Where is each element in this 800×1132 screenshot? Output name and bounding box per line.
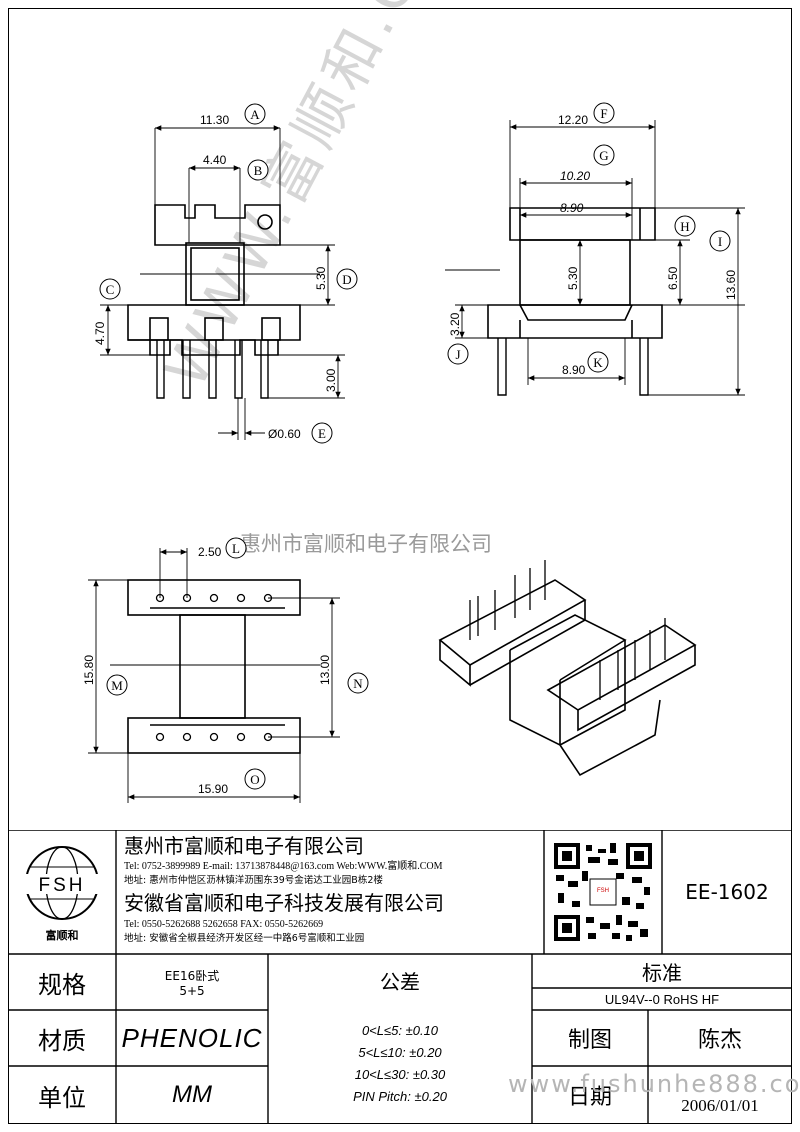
callout-h: H	[674, 215, 696, 237]
callout-o: O	[244, 768, 266, 790]
drawn-label: 制图	[567, 1028, 612, 1053]
dim-i: 13.60	[724, 270, 738, 300]
callout-i: I	[709, 230, 731, 252]
company-watermark: 惠州市富顺和电子有限公司	[240, 532, 492, 556]
callout-a: A	[244, 103, 266, 125]
standard-label: 标准	[642, 960, 682, 985]
svg-text:FSH: FSH	[597, 888, 609, 894]
bottom-core	[179, 614, 246, 719]
bottom-top-rail	[127, 579, 301, 616]
date-label: 日期	[567, 1085, 612, 1110]
date-value: 2006/01/01	[681, 1096, 759, 1115]
company-name-2: 安徽省富顺和电子科技发展有限公司	[124, 891, 444, 915]
dim-g: 10.20	[560, 169, 590, 183]
dim-i-inner: 6.50	[666, 266, 680, 290]
dim-h-inner: 8.90	[560, 201, 584, 215]
contact-line-1: Tel: 0752-3899989 E-mail: 13713878448@16…	[124, 861, 443, 872]
tolerance-line-4: PIN Pitch: ±0.20	[353, 1089, 447, 1104]
isometric-view	[438, 560, 697, 777]
svg-text:L: L	[232, 541, 240, 556]
dim-o: 15.90	[198, 782, 228, 796]
dim-d: 5.30	[314, 266, 328, 290]
dim-m: 15.80	[82, 655, 96, 685]
callout-g: G	[593, 144, 615, 166]
spec-value-2: 5+5	[179, 983, 205, 998]
tolerance-line-1: 0<L≤5: ±0.10	[361, 1023, 439, 1038]
callout-c: C	[99, 278, 121, 300]
svg-text:C: C	[106, 282, 115, 297]
address-line-2: 地址: 安徽省全椒县经济开发区经一中路6号富顺和工业园	[124, 933, 365, 944]
svg-text:F: F	[600, 106, 607, 121]
dim-e-height: 3.00	[324, 368, 338, 392]
material-value: PHENOLIC	[121, 1022, 263, 1053]
logo: FSH 富顺和	[8, 830, 116, 954]
svg-text:D: D	[342, 272, 351, 287]
globe-logo-icon: FSH	[24, 846, 100, 920]
dim-n: 13.00	[318, 655, 332, 685]
tolerance-list: 0<L≤5: ±0.10 5<L≤10: ±0.20 10<L≤30: ±0.3…	[268, 1020, 532, 1108]
qr-code-icon: FSH	[552, 841, 654, 943]
site-watermark: www.fushunhe888.com	[508, 1070, 800, 1098]
svg-text:FSH: FSH	[39, 875, 86, 896]
dim-b: 4.40	[203, 153, 227, 167]
company-name-1: 惠州市富顺和电子有限公司	[124, 834, 364, 858]
svg-text:E: E	[318, 426, 326, 441]
dim-k: 8.90	[562, 363, 586, 377]
callout-f: F	[593, 102, 615, 124]
svg-text:O: O	[250, 772, 259, 787]
svg-text:J: J	[455, 347, 460, 362]
title-block-grid	[8, 830, 792, 1124]
technical-drawing: 11.30 4.40 4.70 5.30 3.00 Ø0.60 12.20 10…	[82, 102, 745, 803]
callouts: A B C D E F G H I J K L M N O	[99, 102, 731, 790]
dim-j: 3.20	[448, 312, 462, 336]
standard-value: UL94V--0 RoHS HF	[604, 991, 720, 1007]
dim-l: 2.50	[198, 545, 222, 559]
callout-d: D	[336, 268, 358, 290]
front-top-flange	[154, 204, 281, 246]
bottom-bottom-rail	[127, 717, 301, 754]
svg-text:M: M	[111, 678, 123, 693]
svg-text:H: H	[680, 219, 689, 234]
callout-n: N	[347, 672, 369, 694]
callout-e: E	[311, 422, 333, 444]
material-label: 材质	[38, 1026, 86, 1055]
svg-text:B: B	[254, 163, 263, 178]
svg-text:K: K	[593, 355, 603, 370]
dim-c: 4.70	[93, 321, 107, 345]
drawing-frame	[8, 8, 792, 1124]
front-base	[127, 304, 301, 341]
tolerance-line-2: 5<L≤10: ±0.20	[358, 1045, 442, 1060]
unit-value: MM	[172, 1081, 212, 1108]
callout-j: J	[447, 343, 469, 365]
tolerance-line-3: 10<L≤30: ±0.30	[354, 1067, 446, 1082]
part-number: EE-1602	[685, 880, 769, 904]
dim-f: 12.20	[558, 113, 588, 127]
spec-label: 规格	[38, 970, 86, 999]
tolerance-label: 公差	[380, 969, 420, 994]
address-line-1: 地址: 惠州市仲恺区沥林镇洋沥围东39号金诺达工业园B栋2楼	[124, 875, 383, 886]
company-info: 惠州市富顺和电子有限公司 Tel: 0752-3899989 E-mail: 1…	[124, 832, 540, 946]
title-block: FSH 富顺和 惠州市富顺和电子有限公司 Tel: 0752-3899989 E…	[8, 830, 800, 1124]
dim-a: 11.30	[200, 113, 229, 127]
dim-e: Ø0.60	[268, 427, 301, 441]
callout-b: B	[247, 159, 269, 181]
spec-value-1: EE16卧式	[164, 968, 220, 983]
svg-text:I: I	[718, 234, 722, 249]
svg-text:N: N	[353, 676, 363, 691]
logo-caption: 富顺和	[45, 929, 79, 942]
callout-m: M	[106, 674, 128, 696]
svg-text:A: A	[250, 107, 260, 122]
drawn-value: 陈杰	[697, 1028, 742, 1053]
side-base	[487, 304, 663, 339]
dim-mid: 5.30	[566, 266, 580, 290]
contact-line-2: Tel: 0550-5262688 5262658 FAX: 0550-5262…	[124, 919, 324, 930]
svg-text:G: G	[599, 148, 608, 163]
callout-l: L	[225, 537, 247, 559]
callout-k: K	[587, 351, 609, 373]
unit-label: 单位	[38, 1083, 86, 1112]
spec-value: EE16卧式 5+5	[116, 954, 268, 1010]
qr-code: FSH	[544, 830, 662, 954]
